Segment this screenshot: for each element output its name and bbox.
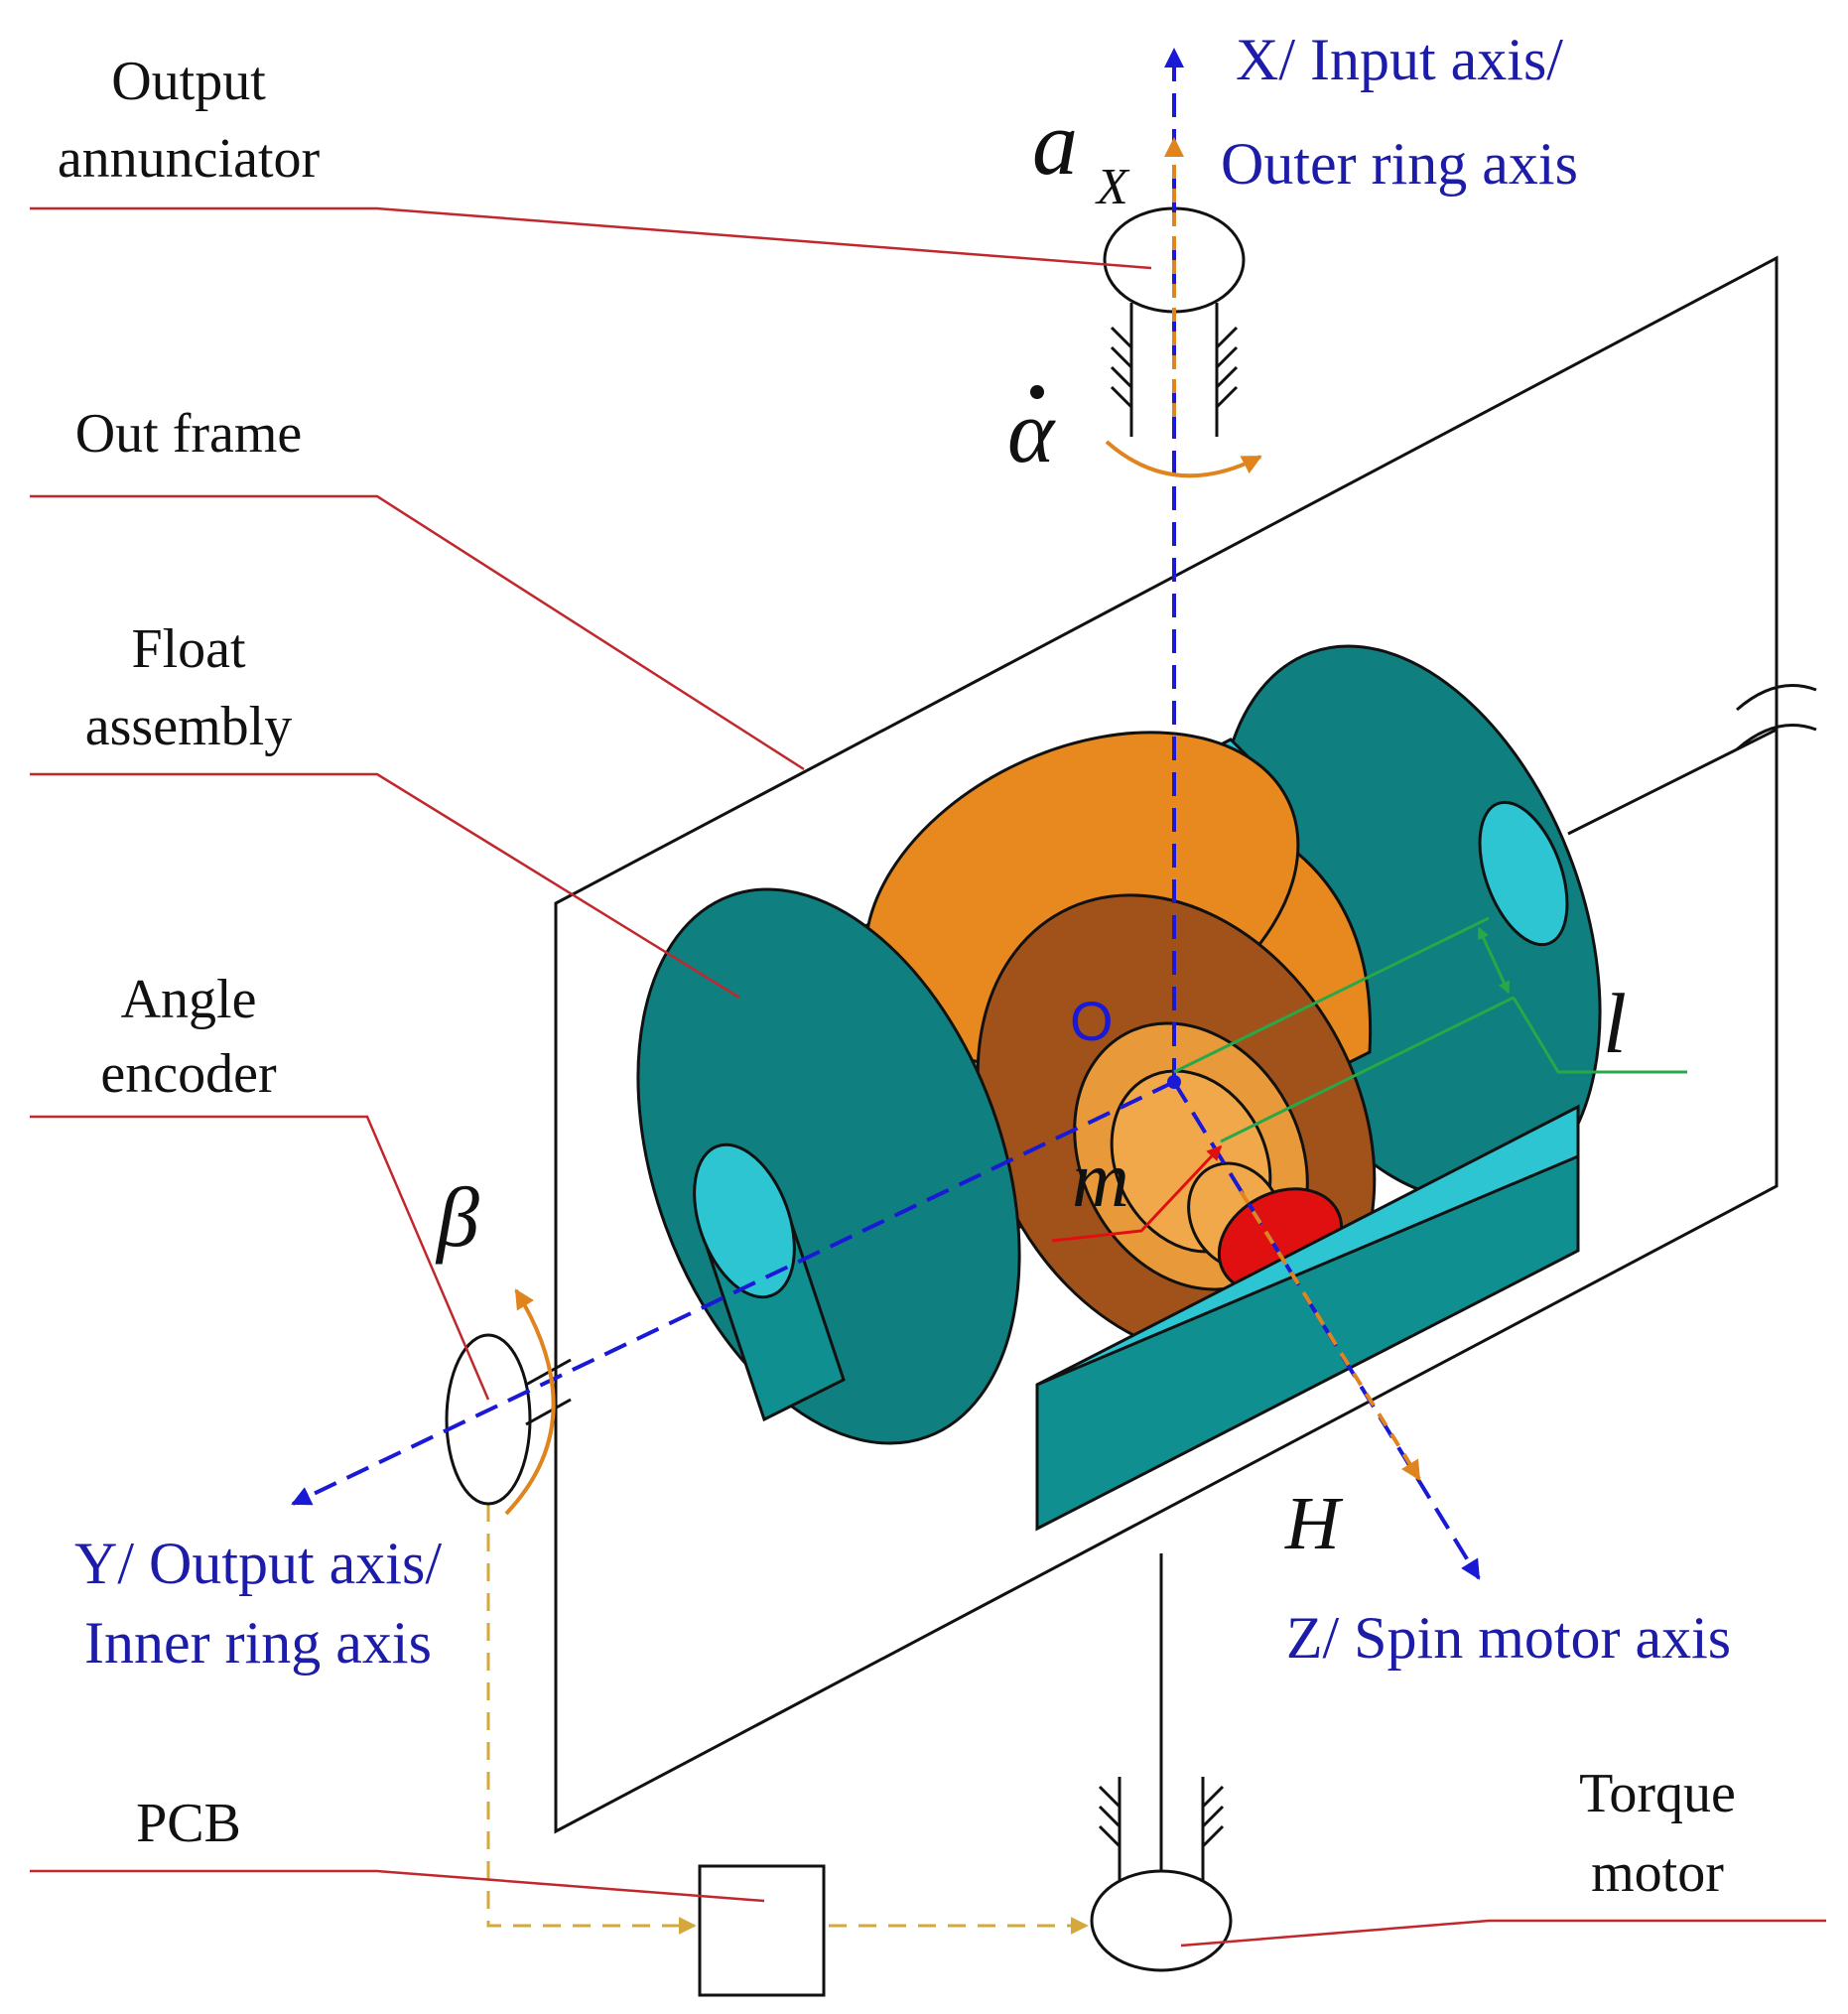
symbol-a: a xyxy=(1032,92,1078,194)
symbol-beta: β xyxy=(435,1169,479,1265)
symbol-m: m xyxy=(1072,1137,1129,1224)
label-float-assembly-2: assembly xyxy=(85,696,292,757)
label-angle-encoder-2: encoder xyxy=(100,1043,277,1105)
label-torque-motor-2: motor xyxy=(1591,1842,1724,1904)
label-torque-motor-1: Torque xyxy=(1579,1763,1736,1824)
label-out-frame: Out frame xyxy=(75,403,303,465)
symbol-alpha-dot: α xyxy=(1007,383,1056,481)
alpha-dot-dot xyxy=(1030,385,1044,399)
symbol-a-subscript: X xyxy=(1095,159,1130,215)
label-pcb: PCB xyxy=(136,1793,241,1854)
symbol-origin: O xyxy=(1070,990,1114,1052)
label-z-axis: Z/ Spin motor axis xyxy=(1286,1605,1731,1671)
label-y-axis-2: Inner ring axis xyxy=(84,1610,432,1676)
label-float-assembly-1: Float xyxy=(131,618,246,680)
leader-lines xyxy=(30,206,1826,1947)
pcb-box xyxy=(698,1864,826,1997)
signal-lines xyxy=(486,1504,1089,1935)
symbol-h: H xyxy=(1284,1482,1344,1565)
label-output-annunciator-2: annunciator xyxy=(58,128,321,190)
m-vector xyxy=(1051,1144,1223,1243)
alpha-dot-arrow xyxy=(1105,440,1262,478)
label-y-axis-1: Y/ Output axis/ xyxy=(74,1531,442,1596)
label-x-axis-2: Outer ring axis xyxy=(1221,131,1578,197)
label-angle-encoder-1: Angle xyxy=(121,969,257,1030)
torque-motor-symbol xyxy=(1090,1553,1233,1972)
z-axis-line xyxy=(1172,1080,1481,1580)
symbol-l: l xyxy=(1603,976,1627,1071)
y-axis-line xyxy=(291,1080,1175,1506)
label-x-axis-1: X/ Input axis/ xyxy=(1236,27,1563,92)
beta-arrow xyxy=(504,1288,556,1516)
angle-encoder-symbol xyxy=(445,1333,572,1506)
origin-point xyxy=(1167,1075,1181,1089)
float-assembly xyxy=(636,644,1602,1532)
label-output-annunciator-1: Output xyxy=(111,51,266,112)
frame-right-connector xyxy=(1567,258,1817,1186)
l-dimension xyxy=(1173,916,1687,1143)
h-arrow xyxy=(1239,1189,1421,1481)
